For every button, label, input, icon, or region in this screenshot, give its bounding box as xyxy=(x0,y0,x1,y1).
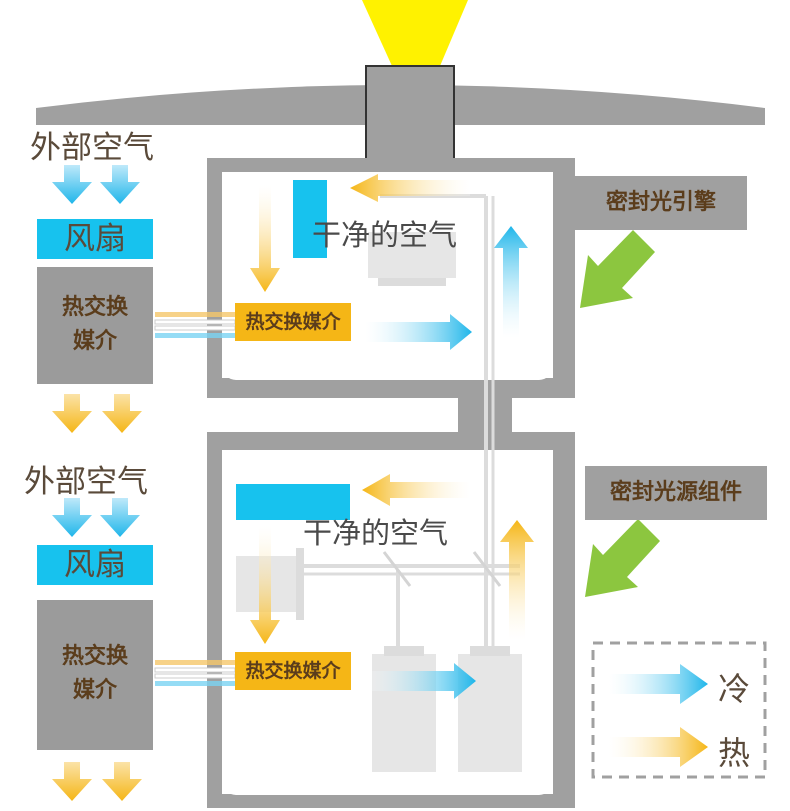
hot-arrow-up-bottom xyxy=(500,520,534,640)
cold-air-in-arrows-bottom xyxy=(52,498,140,537)
legend-cold-arrow xyxy=(609,664,708,704)
hot-air-out-arrows-top xyxy=(52,394,142,433)
cold-arrow-right-bottom xyxy=(370,663,476,699)
heat-exchanger-middle-bottom: 热交换媒介 xyxy=(235,652,351,690)
legend-box xyxy=(591,641,767,779)
outside-air-label-bottom: 外部空气 xyxy=(24,464,148,500)
clean-air-block-top xyxy=(293,180,327,258)
cold-arrow-right-top xyxy=(365,314,472,350)
sealed-light-source-label: 密封光源组件 xyxy=(585,466,767,520)
legend-cold-label: 冷 xyxy=(718,670,751,708)
hot-arrow-down-bottom xyxy=(250,526,280,644)
hot-arrow-left-top xyxy=(350,174,470,202)
legend-hot-arrow xyxy=(609,727,708,767)
clean-air-label-top: 干净的空气 xyxy=(312,218,458,252)
clean-air-label-bottom: 干净的空气 xyxy=(303,516,449,550)
hot-arrow-down-top xyxy=(250,185,280,292)
cold-arrow-up-top xyxy=(494,226,528,338)
light-beam xyxy=(362,0,468,66)
heat-exchanger-middle-top: 热交换媒介 xyxy=(235,303,351,341)
outside-air-label-top: 外部空气 xyxy=(30,130,154,166)
fan-bottom: 风扇 xyxy=(37,545,153,585)
heat-exchanger-left-bottom: 热交换 媒介 xyxy=(37,600,153,750)
sealed-engine-label: 密封光引擎 xyxy=(575,176,747,230)
green-arrow-engine xyxy=(580,230,655,308)
fan-top: 风扇 xyxy=(37,219,153,259)
hot-arrow-left-bottom xyxy=(362,474,470,506)
heat-exchanger-left-top: 热交换 媒介 xyxy=(37,267,153,384)
cold-air-in-arrows-top xyxy=(52,165,140,204)
hot-air-out-arrows-bottom xyxy=(52,762,142,801)
legend-hot-label: 热 xyxy=(718,734,751,772)
clean-air-block-bottom xyxy=(236,484,350,520)
green-arrow-light-source xyxy=(585,519,660,597)
lens-block xyxy=(365,65,455,173)
